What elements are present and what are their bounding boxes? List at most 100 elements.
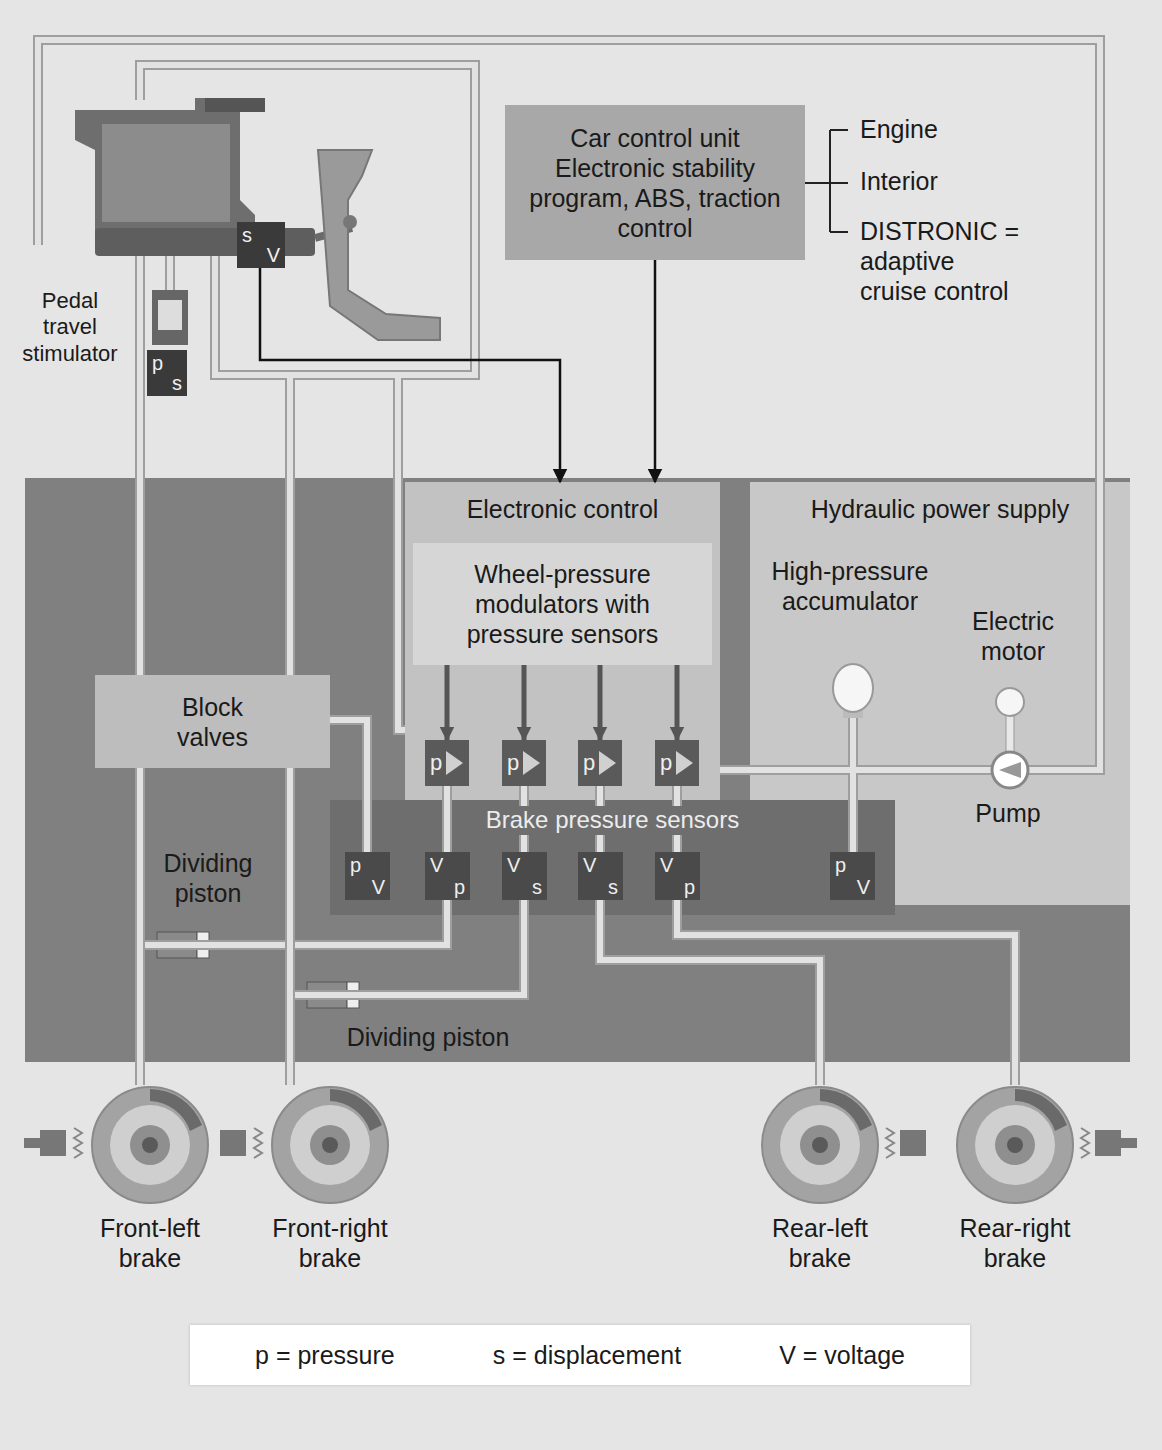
- part-label: Dividing piston: [146, 848, 270, 908]
- disc: [957, 1087, 1073, 1203]
- node-text: Front-left brake: [75, 1213, 225, 1273]
- signal-arrow: [677, 665, 678, 740]
- signal-arrow: [655, 260, 656, 482]
- modulator-box: Wheel-pressure modulators with pressure …: [413, 543, 712, 665]
- node-text: Hydraulic power supply: [811, 494, 1069, 524]
- pipe-outline: [290, 900, 524, 1085]
- signal-line: [654, 260, 657, 482]
- hydraulic-pipe: [850, 716, 856, 852]
- node-text: Car control unit Electronic stability pr…: [515, 123, 795, 243]
- node-text: V: [372, 877, 385, 897]
- node-text: p: [684, 877, 695, 897]
- sensor-band: Brake pressure sensorspVVpVsVsVppV: [330, 800, 895, 915]
- pipe-outline: [519, 786, 529, 852]
- wheel-speed-sensor: [254, 1128, 262, 1158]
- hydraulic-line: [140, 768, 141, 1085]
- part-label: Interior: [860, 166, 980, 196]
- caliper: [150, 1089, 202, 1131]
- node-text: p: [660, 750, 672, 776]
- node-text: V: [430, 855, 443, 875]
- pipe-core: [290, 900, 524, 1085]
- key-text: V = voltage: [779, 1340, 905, 1370]
- signal-arrow: [260, 268, 560, 482]
- node-text: p: [583, 750, 595, 776]
- part-label: Engine: [860, 114, 980, 144]
- node-text: s: [608, 877, 618, 897]
- disc-ring: [290, 1105, 370, 1185]
- brake-pedal: [318, 150, 440, 340]
- block-valves-box: Block valves: [95, 675, 330, 768]
- bracket: [805, 130, 848, 232]
- brake-pressure-sensor: Vp: [655, 852, 700, 900]
- hydraulic-line: [677, 786, 678, 852]
- hub-center: [322, 1137, 338, 1153]
- node-text: s: [532, 877, 542, 897]
- pipe-outline: [600, 900, 820, 1085]
- disc-ring: [780, 1105, 860, 1185]
- signal-line: [260, 268, 560, 482]
- hydraulic-pipe: [287, 375, 293, 675]
- brake-disc: Front-right brake: [255, 1085, 405, 1285]
- pedal-sensor: sV: [237, 222, 285, 268]
- node-text: p: [835, 855, 846, 875]
- control-unit-box: Car control unit Electronic stability pr…: [505, 105, 805, 260]
- node-text: V: [267, 245, 280, 265]
- node-text: V: [583, 855, 596, 875]
- brake-disc-drawing: [760, 1085, 880, 1205]
- node-text: p: [350, 855, 361, 875]
- control-arrow: [445, 665, 450, 740]
- pipe-core: [674, 786, 680, 852]
- part-label: Pump: [966, 798, 1050, 828]
- brake-disc-drawing: [270, 1085, 390, 1205]
- hub-center: [812, 1137, 828, 1153]
- node-text: V: [660, 855, 673, 875]
- pipe-core: [677, 900, 1015, 1085]
- hydraulic-line: [447, 786, 448, 852]
- wheel-speed-sensor: [40, 1130, 66, 1156]
- caliper: [330, 1089, 382, 1131]
- hydraulic-pipe: [167, 256, 173, 290]
- node-text: Block valves: [150, 692, 275, 752]
- brake-disc-drawing: [955, 1085, 1075, 1205]
- wheel-speed-sensor: [1081, 1128, 1089, 1158]
- pipe-core: [287, 768, 293, 1085]
- brake-pressure-sensor: Vs: [502, 852, 547, 900]
- disc-ring: [110, 1105, 190, 1185]
- hydraulic-line: [290, 900, 524, 1085]
- pump-drawing: [999, 762, 1021, 778]
- node-text: V: [507, 855, 520, 875]
- brake-disc: Rear-right brake: [940, 1085, 1090, 1285]
- brake-disc: Front-left brake: [75, 1085, 225, 1285]
- signal-arrow: [524, 665, 525, 740]
- wheel-speed-sensor: [1095, 1130, 1121, 1156]
- pipe-core: [137, 768, 143, 1085]
- pipe-core: [330, 720, 367, 852]
- electronic-control-panel: Electronic controlWheel-pressure modulat…: [405, 482, 720, 800]
- node-text: p: [454, 877, 465, 897]
- hydraulic-pipe: [285, 375, 295, 675]
- hydraulic-pipe: [135, 256, 145, 675]
- master-cylinder: [102, 124, 230, 222]
- hydraulic-pipe: [165, 256, 175, 290]
- electric-motor-drawing: [1006, 714, 1014, 754]
- control-arrow: [522, 665, 527, 740]
- pressure-sensor: ps: [147, 350, 187, 396]
- part-label: Dividing piston: [313, 1022, 543, 1052]
- hydraulic-pipe: [38, 40, 1100, 852]
- accumulator-drawing: [833, 664, 873, 712]
- modulator-symbol: [446, 751, 693, 775]
- part-label: DISTRONIC = adaptive cruise control: [860, 216, 1025, 306]
- hydraulic-pipe: [140, 65, 475, 375]
- brake-pressure-sensor: Vp: [425, 852, 470, 900]
- hydraulic-pipe: [140, 65, 475, 375]
- node-text: Wheel-pressure modulators with pressure …: [423, 559, 702, 649]
- hydraulic-pipe: [38, 40, 1100, 770]
- hub-center: [1007, 1137, 1023, 1153]
- signal-arrow: [600, 665, 601, 740]
- hydraulic-pipe: [398, 375, 405, 730]
- brake-pressure-sensor: pV: [830, 852, 875, 900]
- node-text: p: [507, 750, 519, 776]
- part-label: High-pressure accumulator: [760, 556, 940, 616]
- hydraulic-line: [330, 720, 367, 852]
